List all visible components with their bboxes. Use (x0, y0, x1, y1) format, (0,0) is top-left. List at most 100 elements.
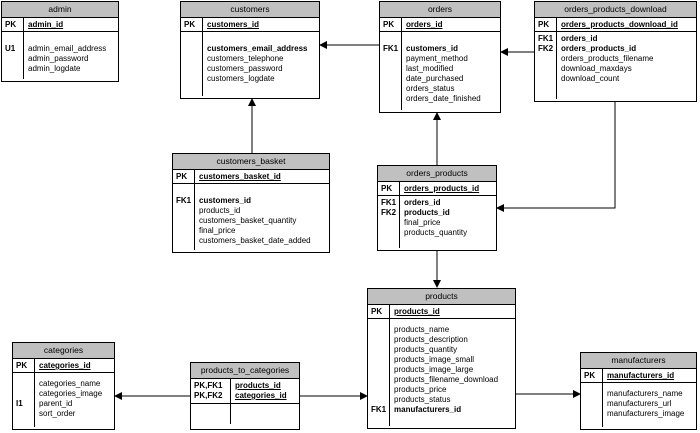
primary-key-field: orders_products_download_id (561, 20, 678, 29)
field-name: products_description (394, 335, 468, 344)
field-name: orders_id (404, 198, 441, 207)
field-tag: FK1 (381, 198, 397, 207)
key-label: PK (173, 170, 195, 183)
field-name: manufacturers_id (394, 405, 462, 414)
primary-key-field: orders_id (406, 20, 443, 29)
field-name: customers_email_address (207, 44, 308, 53)
field-tag (538, 74, 553, 84)
field-name: admin_logdate (28, 64, 81, 73)
field-name: manufacturers_name (607, 389, 683, 398)
entity-products-to-categories[interactable]: products_to_categories PK,FK1 PK,FK2 pro… (190, 362, 300, 430)
field-name (199, 186, 325, 196)
key-label: PK (581, 369, 603, 382)
entity-orders-products-download[interactable]: orders_products_download PK orders_produ… (534, 1, 697, 102)
field-tag (184, 64, 199, 74)
field-tag (371, 385, 386, 395)
entity-categories[interactable]: categories PK categories_id I1 categorie… (12, 342, 115, 430)
field-name: orders_id (561, 34, 598, 43)
field-tag (176, 226, 191, 236)
field-name: parent_id (39, 399, 73, 408)
field-tag (584, 389, 599, 399)
field-name: customers_basket_quantity (199, 216, 297, 225)
field-name: download_maxdays (561, 64, 632, 73)
field-name: customers_basket_date_added (199, 236, 311, 245)
field-tag: FK1 (538, 34, 554, 43)
field-tag (371, 335, 386, 345)
field-tag: FK2 (381, 208, 397, 217)
primary-key-field: admin_id (28, 20, 64, 29)
field-tag (176, 206, 191, 216)
field-tag (371, 345, 386, 355)
entity-title: admin (2, 2, 118, 18)
field-tag (16, 379, 31, 389)
field-name: final_price (199, 226, 236, 235)
field-tag: FK1 (383, 44, 399, 53)
field-tag (16, 389, 31, 399)
field-name: manufacturers_url (607, 399, 672, 408)
field-name: orders_products_filename (561, 54, 654, 63)
entity-title: categories (13, 343, 114, 359)
primary-key-field: categories_id (39, 361, 91, 370)
field-tag (184, 54, 199, 64)
field-tag (381, 228, 396, 238)
field-name (207, 34, 315, 44)
field-name: products_id (199, 206, 241, 215)
field-tag: FK2 (538, 44, 554, 53)
field-tag (381, 218, 396, 228)
field-tag (16, 409, 31, 419)
field-name: payment_method (406, 54, 468, 63)
field-name (28, 34, 114, 44)
field-name: orders_products_id (561, 44, 637, 53)
key-label: PK (378, 182, 400, 195)
primary-key-field: categories_id (235, 391, 287, 400)
field-tag (538, 64, 553, 74)
field-name: categories_name (39, 379, 101, 388)
entity-products[interactable]: products PK products_id FK1 products_nam… (367, 288, 516, 429)
primary-key-field: products_id (235, 381, 281, 390)
entity-orders[interactable]: orders PK orders_id FK1 customers_id pay… (379, 1, 501, 113)
key-label: PK (2, 18, 24, 31)
primary-key-field: customers_basket_id (199, 172, 281, 181)
field-tag (176, 236, 191, 246)
entity-customers[interactable]: customers PK customers_id customers_emai… (180, 1, 320, 99)
field-tag (383, 94, 398, 104)
key-label: PK,FK1 (194, 381, 223, 390)
primary-key-field: orders_products_id (404, 184, 480, 193)
field-name: products_quantity (394, 345, 458, 354)
entity-customers-basket[interactable]: customers_basket PK customers_basket_id … (172, 153, 330, 253)
field-name: orders_status (406, 84, 455, 93)
field-tag (371, 355, 386, 365)
key-label: PK (181, 18, 203, 31)
key-label: PK,FK2 (194, 391, 223, 400)
field-name: customers_logdate (207, 74, 275, 83)
field-tag (383, 54, 398, 64)
field-tag (584, 399, 599, 409)
field-tag (383, 74, 398, 84)
field-name: customers_id (406, 44, 459, 53)
field-name: sort_order (39, 409, 76, 418)
field-name: customers_telephone (207, 54, 284, 63)
entity-title: orders_products_download (535, 2, 696, 18)
key-label: PK (535, 18, 557, 31)
key-label: PK (13, 359, 35, 372)
field-tag (184, 44, 199, 54)
field-tag (184, 34, 199, 44)
field-name: products_status (394, 395, 451, 404)
field-name: date_purchased (406, 74, 464, 83)
entity-orders-products[interactable]: orders_products PK orders_products_id FK… (377, 165, 497, 251)
entity-title: orders (380, 2, 500, 18)
field-tag (5, 64, 20, 74)
field-tag (371, 395, 386, 405)
entity-manufacturers[interactable]: manufacturers PK manufacturers_id manufa… (580, 352, 697, 430)
primary-key-field: customers_id (207, 20, 260, 29)
entity-title: orders_products (378, 166, 496, 182)
field-name: last_modified (406, 64, 454, 73)
field-tag: FK1 (371, 405, 387, 414)
field-tag (383, 84, 398, 94)
field-tag (176, 186, 191, 196)
key-label: PK (368, 305, 390, 318)
field-name: products_filename_download (394, 375, 499, 384)
field-name: final_price (404, 218, 441, 227)
entity-admin[interactable]: admin PK admin_id U1 admin_email_address… (1, 1, 119, 82)
